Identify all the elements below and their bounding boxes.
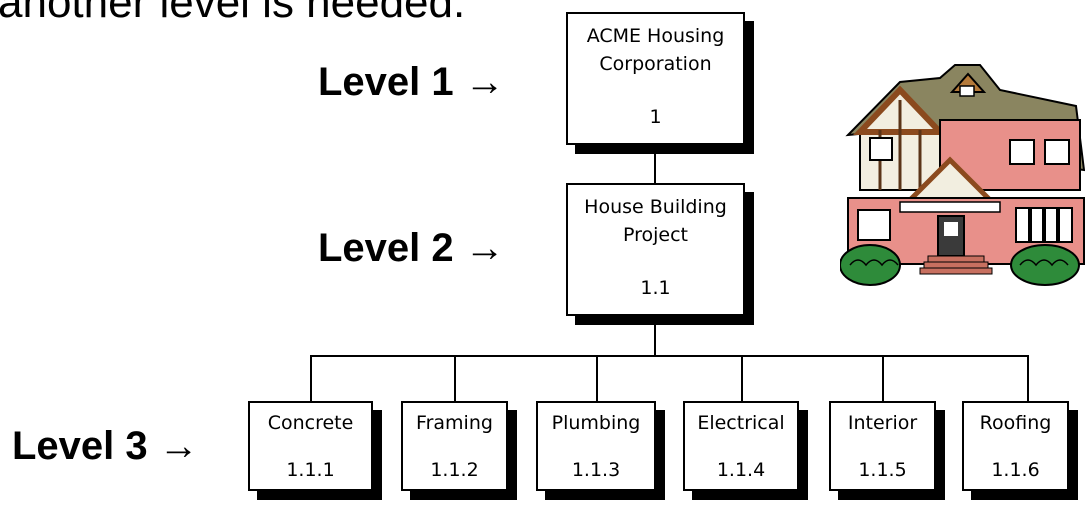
level-2-label: Level 2 → <box>318 226 505 270</box>
connector-bus <box>310 355 1028 357</box>
wbs-box-number: 1.1.2 <box>430 459 479 481</box>
connector-drop-3 <box>596 355 598 401</box>
wbs-box-name: Framing <box>416 412 493 434</box>
intro-text: another level is needed. <box>0 0 466 27</box>
wbs-box-name: Interior <box>847 412 918 434</box>
wbs-box-name: Electrical <box>697 412 785 434</box>
connector-l2-bus <box>654 316 656 356</box>
wbs-box-level-2-name: House Building Project <box>584 196 727 246</box>
connector-drop-2 <box>454 355 456 401</box>
wbs-box-level-3-4: Electrical 1.1.4 <box>683 401 799 491</box>
connector-drop-1 <box>310 355 312 401</box>
connector-drop-4 <box>741 355 743 401</box>
wbs-box-level-2-number: 1.1 <box>640 277 671 299</box>
wbs-box-level-3-2: Framing 1.1.2 <box>401 401 508 491</box>
wbs-box-level-3-5: Interior 1.1.5 <box>829 401 936 491</box>
wbs-box-number: 1.1.5 <box>858 459 907 481</box>
wbs-box-level-3-6: Roofing 1.1.6 <box>962 401 1069 491</box>
wbs-box-name: Concrete <box>267 412 354 434</box>
wbs-box-number: 1.1.1 <box>286 459 335 481</box>
wbs-box-level-3-3: Plumbing 1.1.3 <box>536 401 656 491</box>
wbs-box-level-3-1: Concrete 1.1.1 <box>248 401 373 491</box>
connector-drop-6 <box>1027 355 1029 401</box>
wbs-box-level-1-name: ACME Housing Corporation <box>586 25 725 75</box>
wbs-box-level-1-number: 1 <box>649 106 662 128</box>
house-illustration <box>840 64 1085 286</box>
wbs-box-number: 1.1.4 <box>716 459 766 481</box>
wbs-box-level-1: ACME Housing Corporation 1 <box>566 12 745 145</box>
wbs-box-number: 1.1.3 <box>571 459 621 481</box>
level-3-label: Level 3 → <box>12 424 199 468</box>
wbs-box-name: Roofing <box>979 412 1052 434</box>
level-1-label: Level 1 → <box>318 60 505 104</box>
wbs-box-number: 1.1.6 <box>991 459 1040 481</box>
wbs-box-name: Plumbing <box>551 412 641 434</box>
connector-drop-5 <box>882 355 884 401</box>
wbs-box-level-2: House Building Project 1.1 <box>566 183 745 316</box>
connector-l1-l2 <box>654 145 656 183</box>
